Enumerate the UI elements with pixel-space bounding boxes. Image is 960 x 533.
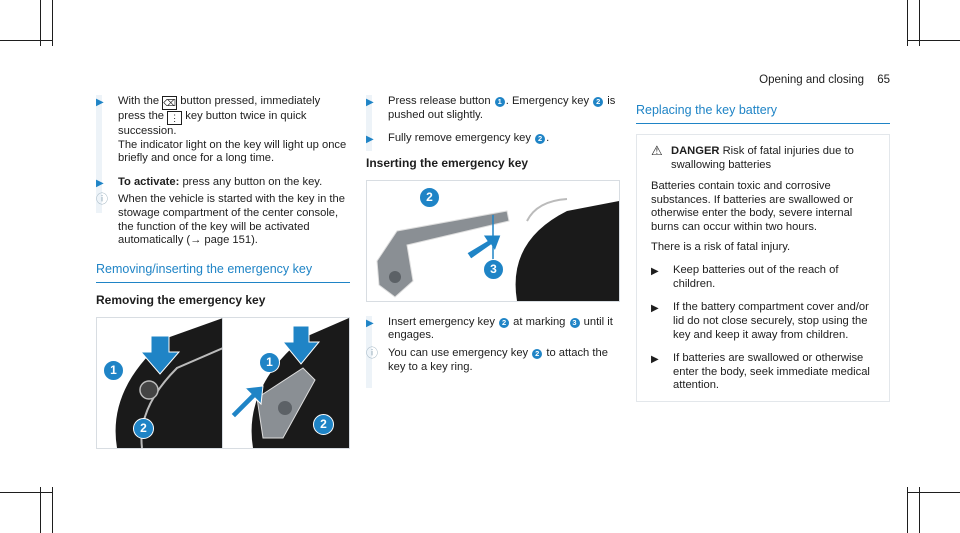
marker-3: 3 xyxy=(569,317,580,328)
danger-bullet: ▶ If the battery compartment cover and/o… xyxy=(651,301,869,341)
crop-mark xyxy=(919,0,921,46)
step-item: ▶ With the ⌫ button pressed, immediately… xyxy=(96,95,347,165)
step-bar xyxy=(366,315,372,388)
crop-mark xyxy=(52,487,54,533)
step-bar xyxy=(366,95,372,151)
page-number: 65 xyxy=(877,74,890,86)
crop-mark xyxy=(907,492,960,494)
marker-2: 2 xyxy=(535,134,546,145)
marker-1: 1 xyxy=(494,97,505,107)
marker-2: 2 xyxy=(593,97,604,107)
crop-mark xyxy=(0,492,52,494)
steps-block: ▶ With the ⌫ button pressed, immediately… xyxy=(96,95,350,248)
step-item: ▶ Press release button 1. Emergency key … xyxy=(366,95,616,121)
crop-mark xyxy=(907,40,960,42)
key-fob-illustration xyxy=(115,317,223,448)
steps-block: ▶ Insert emergency key 2 at marking 3 un… xyxy=(366,315,620,388)
section-title: Replacing the key battery xyxy=(636,103,890,124)
callout-2: 2 xyxy=(313,413,334,435)
crop-mark xyxy=(919,487,921,533)
crop-mark xyxy=(907,0,909,46)
insertion-figure: 2 3 xyxy=(366,179,620,302)
figure-right: 1 2 xyxy=(222,316,350,449)
page-header: Opening and closing 65 xyxy=(759,74,890,86)
step-item: ▶ Insert emergency key 2 at marking 3 un… xyxy=(366,315,613,342)
info-note: ⓘ When the vehicle is started with the k… xyxy=(96,192,345,247)
crop-mark xyxy=(52,0,54,46)
removal-figure: 1 2 1 2 xyxy=(96,316,350,449)
steps-block: ▶ Press release button 1. Emergency key … xyxy=(366,95,620,151)
chapter-title: Opening and closing xyxy=(759,74,864,86)
crop-mark xyxy=(40,487,42,533)
crop-mark xyxy=(0,40,52,42)
button-icon: ⌫ xyxy=(162,96,178,110)
step-arrow-icon: ▶ xyxy=(96,97,104,108)
danger-box: ⚠ DANGER Risk of fatal injuries due to s… xyxy=(636,134,890,402)
callout-2: 2 xyxy=(419,186,440,208)
step-arrow-icon: ▶ xyxy=(96,177,104,189)
info-icon: ⓘ xyxy=(96,192,109,207)
danger-body: There is a risk of fatal injury. xyxy=(651,240,791,253)
info-icon: ⓘ xyxy=(366,345,379,360)
step-arrow-icon: ▶ xyxy=(366,97,374,108)
column-3: Replacing the key battery ⚠ DANGER Risk … xyxy=(636,95,890,402)
step-arrow-icon: ▶ xyxy=(651,354,659,366)
step-arrow-icon: ▶ xyxy=(366,134,374,146)
subsection-title: Inserting the emergency key xyxy=(366,155,529,170)
callout-1: 1 xyxy=(259,351,280,373)
danger-bullet: ▶ If batteries are swallowed or otherwis… xyxy=(651,352,870,392)
step-arrow-icon: ▶ xyxy=(651,266,659,278)
subsection-title: Removing the emergency key xyxy=(96,292,266,307)
callout-1: 1 xyxy=(103,359,124,381)
crop-mark xyxy=(40,0,42,46)
marker-2: 2 xyxy=(532,348,543,359)
figure-left: 1 2 xyxy=(96,316,224,449)
column-1: ▶ With the ⌫ button pressed, immediately… xyxy=(96,95,350,449)
callout-3: 3 xyxy=(483,258,504,280)
trunk-key-icon: ⋮ xyxy=(167,111,183,125)
crop-mark xyxy=(907,487,909,533)
callout-2: 2 xyxy=(133,417,154,439)
section-title: Removing/inserting the emergency key xyxy=(96,262,350,283)
step-item: ▶ Fully remove emergency key 2. xyxy=(366,132,550,146)
step-bar xyxy=(96,95,102,213)
step-item: ▶ To activate: press any button on the k… xyxy=(96,175,323,189)
warning-triangle-icon: ⚠ xyxy=(651,143,663,158)
danger-bullet: ▶ Keep batteries out of the reach of chi… xyxy=(651,264,839,290)
step-arrow-icon: ▶ xyxy=(366,317,374,329)
danger-heading: ⚠ DANGER Risk of fatal injuries due to s… xyxy=(651,143,854,171)
emergency-key-insert-illustration xyxy=(376,197,619,301)
step-arrow-icon: ▶ xyxy=(651,303,659,315)
danger-body: Batteries contain toxic and corrosive su… xyxy=(651,180,854,233)
marker-2: 2 xyxy=(499,317,510,328)
info-note: ⓘ You can use emergency key 2 to attach … xyxy=(366,345,608,373)
column-2: ▶ Press release button 1. Emergency key … xyxy=(366,95,620,388)
